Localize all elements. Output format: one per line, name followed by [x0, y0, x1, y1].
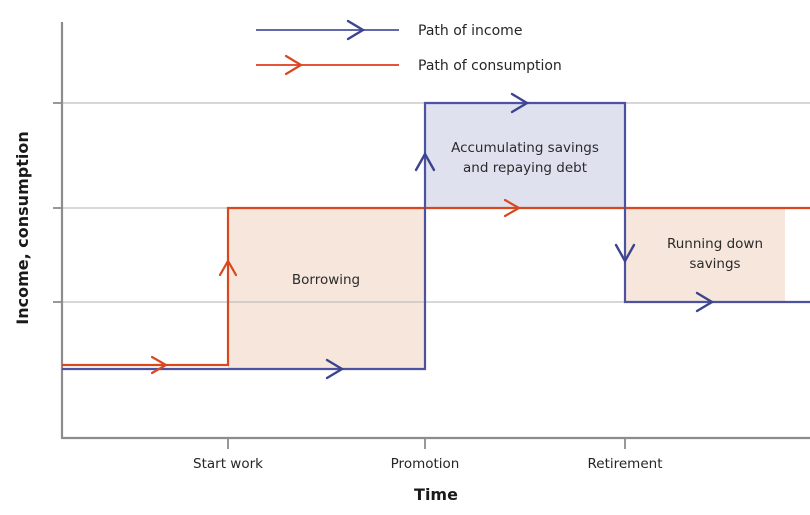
arrow-income-retirement — [695, 291, 715, 313]
arrow-income-rise — [414, 151, 436, 172]
arrow-consumption-initial — [150, 355, 169, 375]
label-running-down-line2: savings — [689, 256, 740, 272]
legend-item-income: Path of income — [256, 19, 522, 41]
legend-label-consumption: Path of consumption — [418, 58, 562, 74]
region-borrowing — [228, 208, 425, 369]
x-tick-label-promotion: Promotion — [391, 456, 460, 472]
region-accumulating-savings — [425, 103, 625, 208]
legend: Path of income Path of consumption — [256, 19, 562, 76]
arrow-consumption-rise — [218, 258, 238, 277]
label-running-down-line1: Running down — [667, 236, 763, 252]
legend-label-income: Path of income — [418, 23, 522, 39]
x-axis-title: Time — [414, 485, 458, 504]
legend-arrow-consumption-icon — [284, 54, 304, 76]
y-axis-title: Income, consumption — [13, 131, 32, 324]
arrow-income-fall — [614, 243, 636, 264]
x-tick-label-retirement: Retirement — [588, 456, 663, 472]
legend-arrow-income-icon — [346, 19, 366, 41]
arrow-income-peak — [510, 92, 530, 114]
label-accumulating-line1: Accumulating savings — [451, 140, 599, 156]
region-running-down-savings — [625, 208, 785, 302]
label-borrowing: Borrowing — [292, 272, 360, 288]
label-accumulating-line2: and repaying debt — [463, 160, 587, 176]
x-tick-label-start-work: Start work — [193, 456, 263, 472]
arrow-consumption-plateau — [503, 198, 522, 218]
legend-item-consumption: Path of consumption — [256, 54, 562, 76]
arrow-income-initial — [325, 358, 345, 380]
